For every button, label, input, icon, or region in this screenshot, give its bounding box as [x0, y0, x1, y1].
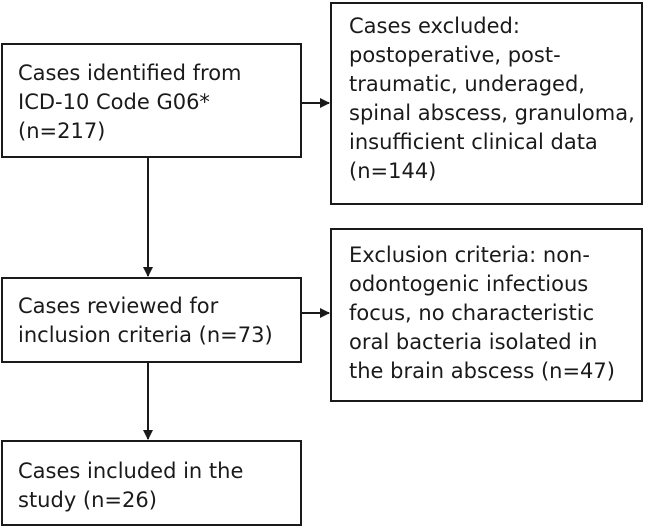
- box-cases-excluded: Cases excluded: postoperative, post- tra…: [330, 2, 643, 205]
- box-exclusion-criteria: Exclusion criteria: non- odontogenic inf…: [330, 228, 643, 402]
- box-cases-reviewed: Cases reviewed for inclusion criteria (n…: [1, 277, 302, 363]
- box-cases-included: Cases included in the study (n=26): [1, 440, 302, 526]
- box-cases-identified: Cases identified from ICD-10 Code G06* (…: [1, 43, 302, 158]
